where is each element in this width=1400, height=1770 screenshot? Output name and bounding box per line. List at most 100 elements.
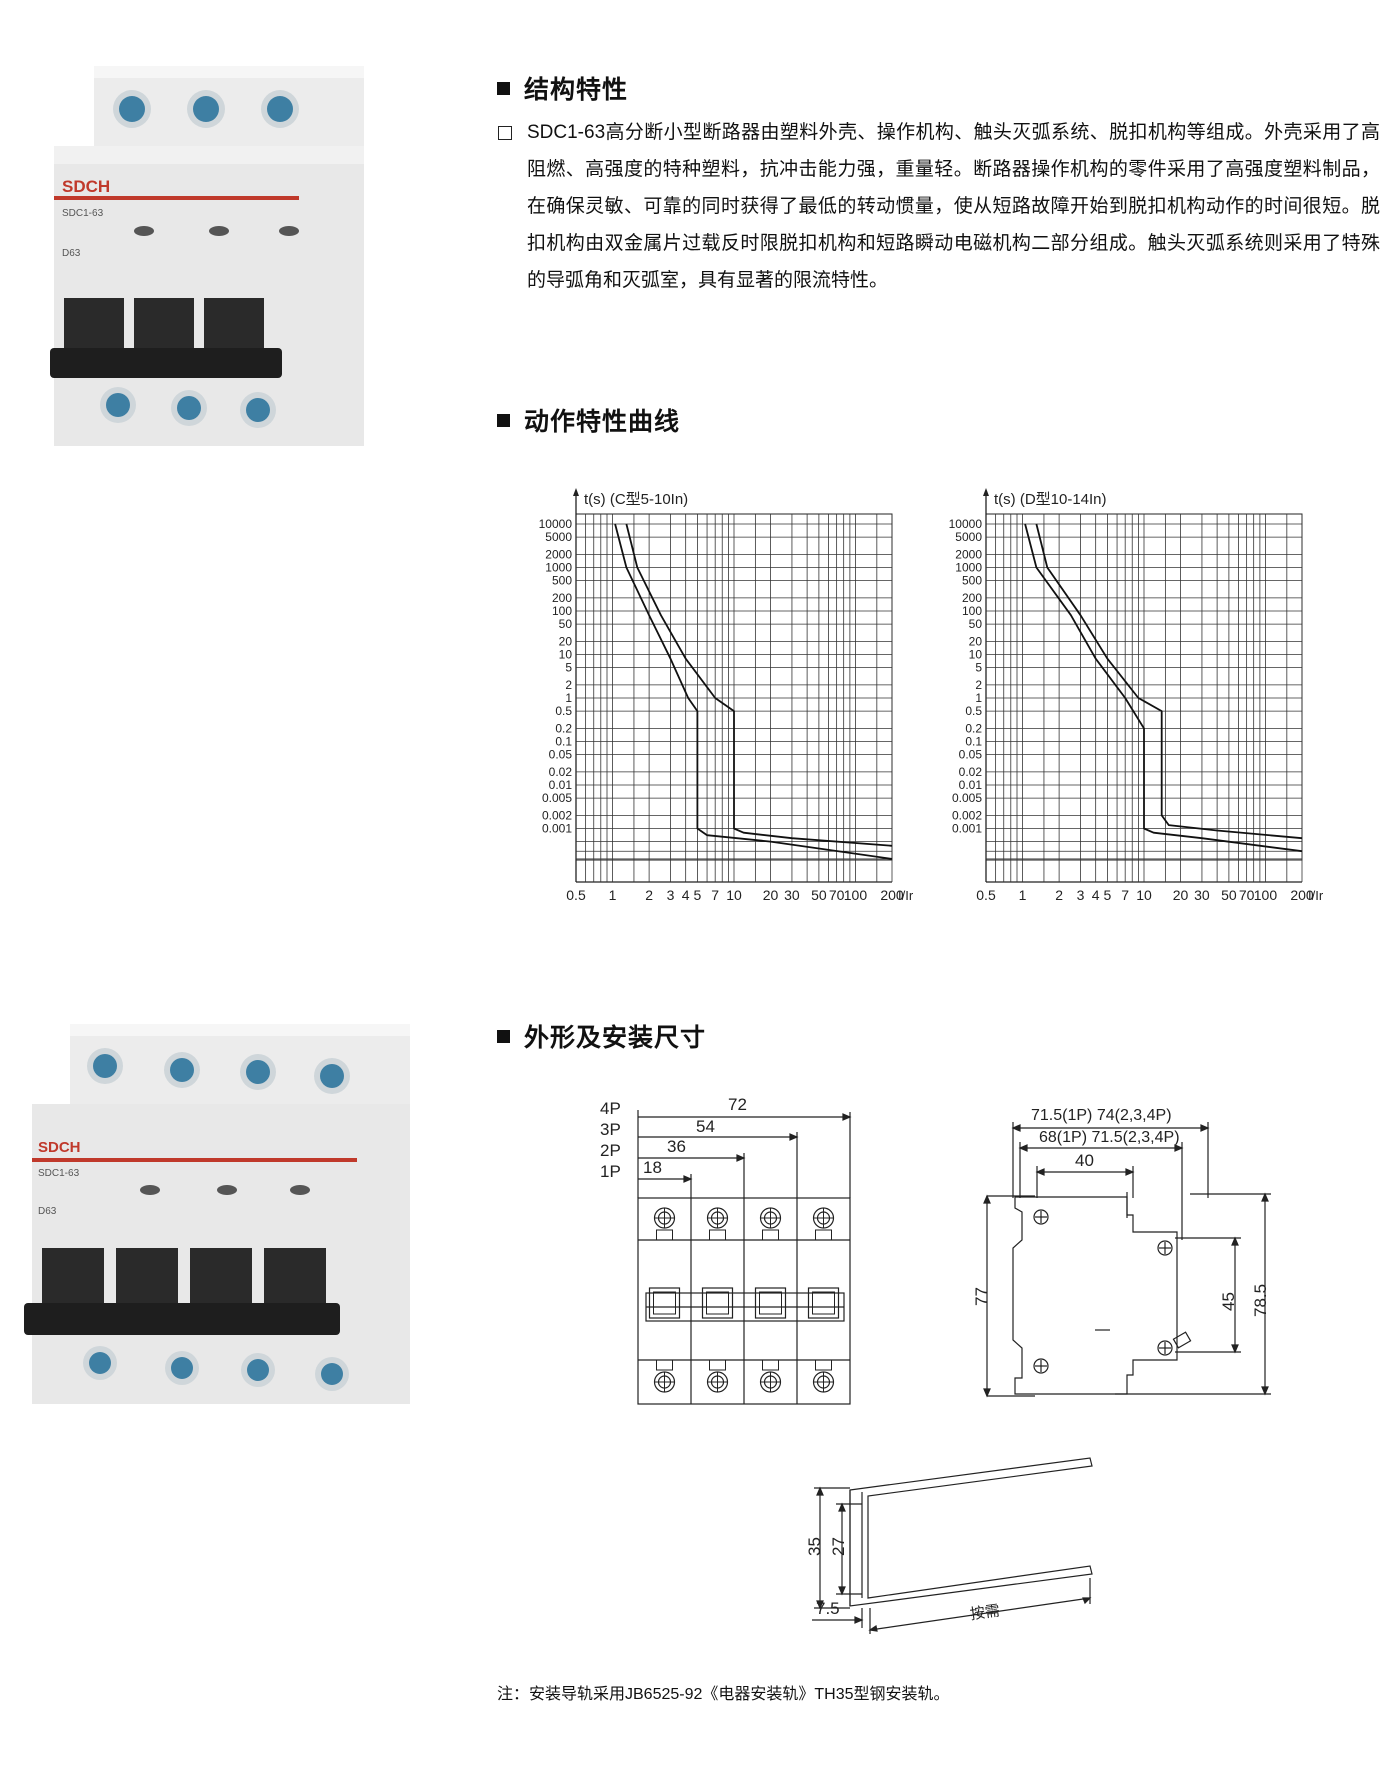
y-tick-label: 20 <box>969 634 983 648</box>
terminal-screws-top-4p <box>87 1048 350 1094</box>
y-tick-label: 10000 <box>949 517 983 531</box>
x-tick-label: 0.5 <box>566 887 586 903</box>
x-tick-label: 10 <box>726 887 742 903</box>
breaker-4p-photo: SDCH SDC1-63 D63 <box>24 1024 410 1404</box>
model-label: SDC1-63 <box>62 208 104 219</box>
y-tick-label: 0.1 <box>965 735 982 749</box>
label-2p: 2P <box>600 1141 621 1160</box>
side-mid-width: 68(1P) 71.5(2,3,4P) <box>1039 1129 1180 1146</box>
trip-curve-upper <box>1035 523 1303 840</box>
side-height-77: 77 <box>975 1287 991 1306</box>
y-tick-label: 500 <box>962 574 982 588</box>
curves-heading-text: 动作特性曲线 <box>524 408 681 436</box>
pole-tab-bottom <box>656 1359 673 1371</box>
x-tick-label: 3 <box>1077 887 1085 903</box>
terminal-screws-bottom <box>100 387 276 428</box>
pole-handle-inner <box>759 1291 782 1315</box>
rail-depth-7-5: 7.5 <box>816 1599 840 1618</box>
side-view-drawing: 71.5(1P) 74(2,3,4P) 68(1P) 71.5(2,3,4P) … <box>975 1107 1271 1398</box>
x-tick-label: 200 <box>880 887 904 903</box>
heading-square-icon <box>497 413 510 427</box>
y-tick-label: 2 <box>975 678 982 692</box>
y-tick-label: 0.01 <box>549 778 573 792</box>
y-tick-label: 500 <box>552 574 572 588</box>
dimensions-heading-text: 外形及安装尺寸 <box>524 1024 707 1052</box>
toggle-handles <box>50 298 282 378</box>
y-tick-label: 0.05 <box>959 748 983 762</box>
rail-height-27: 27 <box>829 1537 848 1556</box>
front-body-outline <box>637 1197 851 1405</box>
front-dimension-text: 4P 3P 2P 1P 72 54 36 18 <box>600 1095 747 1181</box>
chart-title: t(s) (D型10-14In) <box>994 491 1107 508</box>
din-rail-dimension-lines <box>812 1486 1092 1634</box>
y-tick-label: 100 <box>962 604 982 618</box>
side-inner-width: 40 <box>1075 1151 1094 1170</box>
y-tick-label: 200 <box>962 591 982 605</box>
heading-square-icon <box>497 81 510 95</box>
pole-handle-inner <box>653 1291 676 1315</box>
y-axis-arrow-icon <box>573 488 579 496</box>
chart-title: t(s) (C型5-10In) <box>584 491 688 508</box>
y-tick-label: 0.5 <box>965 704 982 718</box>
curves-heading: 动作特性曲线 <box>497 402 680 438</box>
y-tick-label: 0.5 <box>555 704 572 718</box>
y-tick-label: 0.001 <box>952 822 982 836</box>
y-tick-label: 10000 <box>539 517 573 531</box>
y-tick-label: 0.2 <box>965 721 982 735</box>
width-18: 18 <box>643 1158 662 1177</box>
pole-tab <box>709 1229 726 1241</box>
terminal-screws-bottom-4p <box>83 1346 349 1391</box>
y-tick-label: 5000 <box>545 530 572 544</box>
x-tick-label: 5 <box>694 887 702 903</box>
side-height-78-5: 78.5 <box>1251 1284 1270 1317</box>
front-dimension-lines <box>637 1110 852 1198</box>
x-tick-label: 1 <box>609 887 617 903</box>
y-tick-label: 1000 <box>545 561 572 575</box>
installation-note: 注：安装导轨采用JB6525-92《电器安装轨》TH35型钢安装轨。 <box>497 1686 950 1703</box>
side-height-45: 45 <box>1219 1292 1238 1311</box>
pole-handle <box>701 1287 734 1319</box>
y-tick-label: 1 <box>975 691 982 705</box>
x-tick-label: 20 <box>1173 887 1189 903</box>
side-top-width: 71.5(1P) 74(2,3,4P) <box>1031 1107 1172 1124</box>
y-tick-label: 0.2 <box>555 721 572 735</box>
y-tick-label: 200 <box>552 591 572 605</box>
y-tick-label: 2000 <box>545 547 572 561</box>
y-tick-label: 0.005 <box>952 791 982 805</box>
x-tick-label: 3 <box>667 887 675 903</box>
y-tick-label: 100 <box>552 604 572 618</box>
x-tick-label: 1 <box>1019 887 1027 903</box>
width-72: 72 <box>728 1095 747 1114</box>
pole-tab <box>762 1229 779 1241</box>
structure-heading-text: 结构特性 <box>524 76 629 104</box>
y-tick-label: 0.002 <box>952 808 982 822</box>
y-tick-label: 10 <box>969 648 983 662</box>
din-rail-drawing: 35 27 7.5 按需 <box>805 1457 1093 1634</box>
pole-tab-bottom <box>815 1359 832 1371</box>
y-tick-label: 5 <box>975 661 982 675</box>
pole-handle <box>754 1287 787 1319</box>
x-tick-label: 200 <box>1290 887 1314 903</box>
width-36: 36 <box>667 1137 686 1156</box>
y-tick-label: 50 <box>969 617 983 631</box>
y-tick-label: 0.02 <box>549 765 573 779</box>
toggle-handles-4p <box>24 1248 340 1335</box>
label-1p: 1P <box>600 1162 621 1181</box>
y-tick-label: 0.1 <box>555 735 572 749</box>
x-tick-label: 7 <box>1121 887 1129 903</box>
pole-tab-bottom <box>709 1359 726 1371</box>
x-tick-label: 5 <box>1104 887 1112 903</box>
x-tick-label: 70 <box>1239 887 1255 903</box>
x-axis-unit: I/Ir <box>1308 888 1324 903</box>
x-tick-label: 2 <box>645 887 653 903</box>
x-axis-unit: I/Ir <box>898 888 914 903</box>
characteristic-curves: t(s) (C型5-10In)1000050002000100050020010… <box>539 488 1324 903</box>
y-tick-label: 0.005 <box>542 791 572 805</box>
y-tick-label: 0.05 <box>549 748 573 762</box>
y-tick-label: 0.01 <box>959 778 983 792</box>
y-tick-label: 10 <box>559 648 573 662</box>
label-4p: 4P <box>600 1099 621 1118</box>
x-tick-label: 100 <box>844 887 868 903</box>
pole-handle <box>648 1287 681 1319</box>
pole-tab <box>815 1229 832 1241</box>
